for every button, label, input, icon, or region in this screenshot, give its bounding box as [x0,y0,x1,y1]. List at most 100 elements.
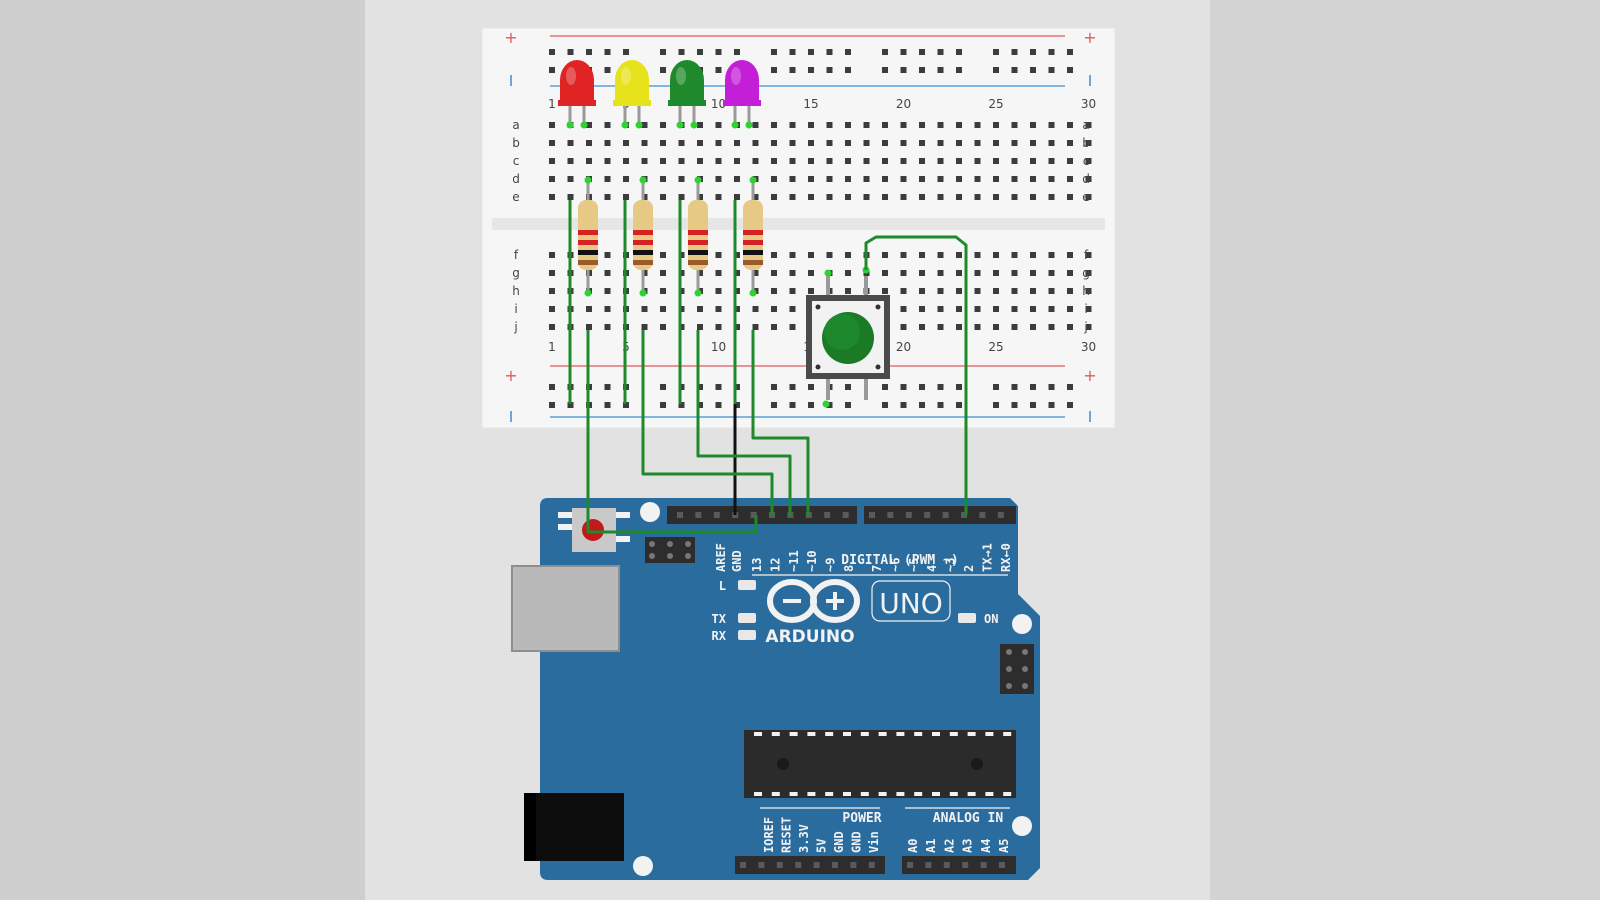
push-button[interactable] [806,266,890,408]
pin-label: ~5 [907,558,921,572]
reset-button[interactable] [582,519,604,541]
column-label: 15 [803,97,818,111]
right-panel-background [1210,0,1600,900]
led-tx-label: TX [712,612,727,626]
power-jack [524,793,624,861]
column-labels-top: 151015202530 [548,97,1096,111]
row-label: h [1082,284,1090,298]
column-label: 30 [1081,97,1096,111]
rail-plus-top-left: + [504,28,517,47]
pin-label: RESET [780,817,794,853]
row-label: b [512,136,520,150]
led-yellow[interactable] [613,60,651,129]
led-tx [738,613,756,623]
led-bulb [670,60,704,104]
pin-label: ~6 [888,558,902,572]
pin-label: ~3 [944,558,958,572]
row-label: f [1084,248,1089,262]
row-label: e [1082,190,1089,204]
column-label: 1 [548,97,556,111]
pin-label: Vin [867,831,881,853]
led-rx [738,630,756,640]
led-bulb [560,60,594,104]
uno-badge [871,580,951,622]
uno-model-text: UNO [879,587,942,620]
pin-label: AREF [714,543,728,572]
mounting-hole [1012,614,1032,634]
wire-button-pin-2[interactable] [864,235,968,515]
row-label: d [512,172,520,186]
rail-plus-top-right: + [1083,28,1096,47]
row-label: e [512,190,519,204]
resistors[interactable] [578,176,763,297]
pin-label: GND [730,550,744,572]
row-label: f [514,248,519,262]
power-header [735,856,885,874]
resistor[interactable] [743,176,763,297]
row-label: i [1084,302,1087,316]
row-label: c [1083,154,1090,168]
digital-section-label: DIGITAL (PWM ~) [841,553,958,568]
led-bulb [615,60,649,104]
wires[interactable] [568,200,968,534]
mounting-hole [633,856,653,876]
led-rx-label: RX [712,629,727,643]
pin-label: 7 [870,565,884,572]
row-label: i [514,302,517,316]
rail-plus-bottom-right: + [1083,366,1096,385]
wire-pin-10[interactable] [751,330,810,515]
pin-label: A4 [979,839,993,853]
pin-label: ~10 [805,550,819,572]
pin-label: A0 [906,839,920,853]
usb-port [511,565,620,652]
pin-label: 5V [815,839,829,853]
led-magenta[interactable] [723,60,761,129]
led-on [958,613,976,623]
wire-pin-11[interactable] [696,330,792,515]
rail-plus-bottom-left: + [504,366,517,385]
column-label: 20 [896,340,911,354]
resistor[interactable] [688,176,708,297]
left-panel-background [0,0,365,900]
pin-label: GND [832,831,846,853]
resistor[interactable] [633,176,653,297]
column-label: 25 [988,340,1003,354]
row-label: a [1082,118,1089,132]
pin-label: A3 [961,839,975,853]
analog-section-label: ANALOG IN [933,811,1004,826]
pin-label: GND [850,831,864,853]
led-on-label: ON [984,612,998,626]
row-label: d [1082,172,1090,186]
row-label: j [1083,320,1087,334]
digital-header-right [864,506,1016,524]
row-label: g [1082,266,1090,280]
pin-label: 2 [962,565,976,572]
pin-label: 3.3V [797,824,811,853]
wire-pin-12[interactable] [641,330,774,515]
resistor[interactable] [578,176,598,297]
microcontroller-chip [744,730,1016,798]
pin-label: 8 [842,565,856,572]
column-label: 10 [711,97,726,111]
row-label: b [1082,136,1090,150]
icsp-header [645,537,695,563]
arduino-infinity-logo [767,579,860,623]
pin-label: A2 [942,839,956,853]
led-green[interactable] [668,60,706,129]
column-label: 10 [711,340,726,354]
pin-label: A1 [924,839,938,853]
led-l [738,580,756,590]
wire-pin-13[interactable] [586,330,758,534]
pin-label: IOREF [762,817,776,853]
icsp-header-right [1000,644,1034,694]
leds[interactable] [558,60,761,129]
led-red[interactable] [558,60,596,129]
column-label: 25 [988,97,1003,111]
mounting-hole [1012,816,1032,836]
row-label: c [513,154,520,168]
